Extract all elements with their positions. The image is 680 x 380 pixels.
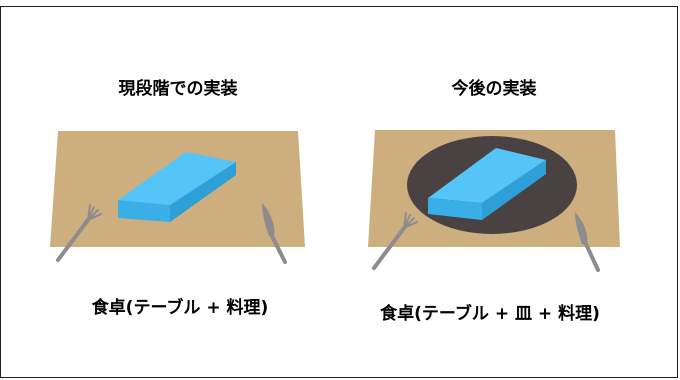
right-fork-icon bbox=[372, 212, 418, 270]
right-food-block bbox=[428, 148, 546, 220]
right-panel-heading: 今後の実装 bbox=[451, 79, 537, 99]
left-panel-heading: 現段階での実装 bbox=[118, 79, 238, 99]
left-panel-caption: 食卓(テーブル + 料理) bbox=[91, 298, 269, 318]
right-knife-icon bbox=[575, 212, 600, 272]
left-food-block bbox=[118, 152, 236, 222]
right-scene bbox=[368, 130, 620, 272]
left-scene bbox=[50, 131, 305, 264]
left-knife-icon bbox=[262, 203, 287, 264]
right-panel-caption: 食卓(テーブル + 皿 + 料理) bbox=[380, 304, 600, 324]
left-fork-icon bbox=[56, 204, 102, 262]
